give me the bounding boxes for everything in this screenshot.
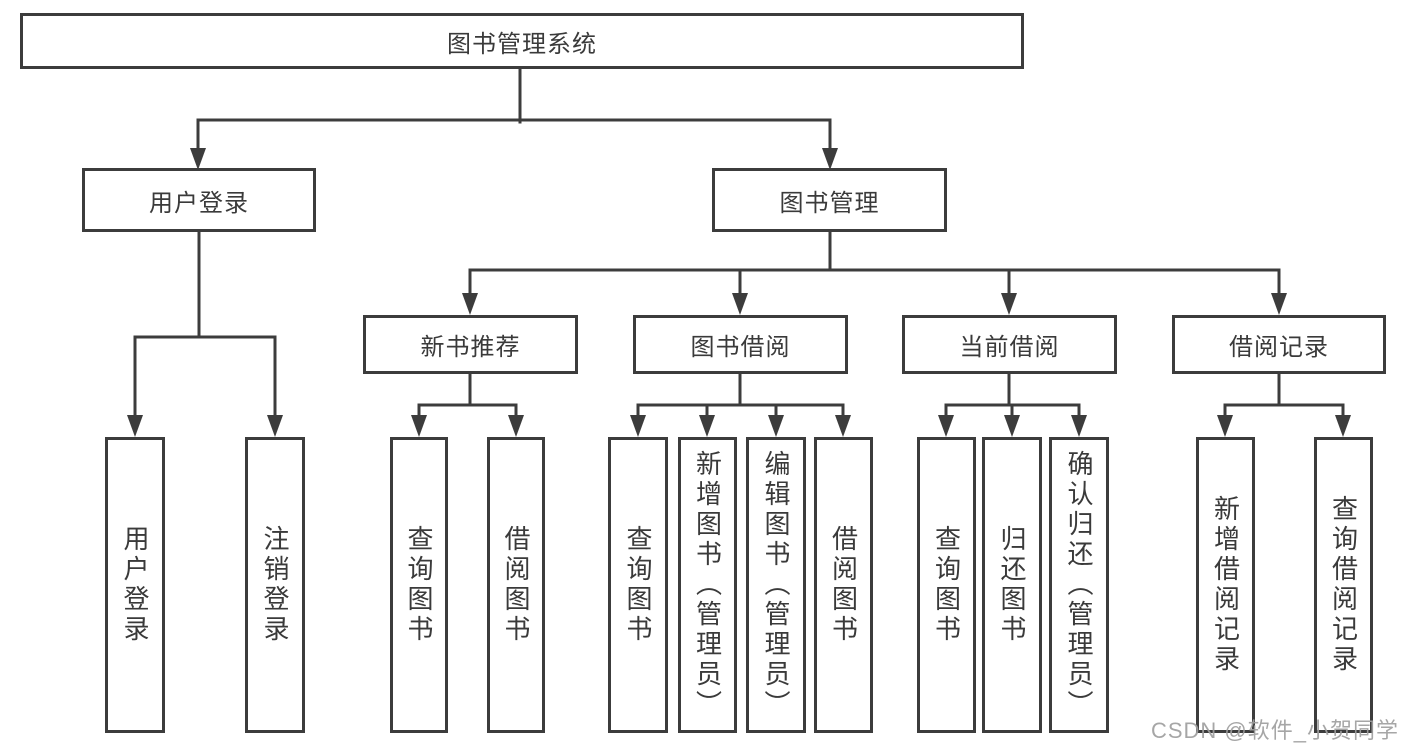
arrowhead-down-icon	[127, 415, 143, 437]
leaf-records-query-borrow-record: 查询借阅记录	[1314, 437, 1373, 733]
node-label: 图书借阅	[690, 334, 791, 361]
node-label: 借阅图书	[501, 525, 531, 645]
arrowhead-down-icon	[630, 415, 646, 437]
leaf-borrowing-add-books-admin: 新增图书（管理员）	[678, 437, 737, 733]
watermark: CSDN @软件_小贺同学	[1150, 718, 1399, 743]
arrowhead-down-icon	[1071, 415, 1087, 437]
node-label: 编辑图书（管理员）	[761, 450, 791, 720]
leaf-borrowing-borrow-books: 借阅图书	[814, 437, 873, 733]
node-label: 查询图书	[404, 525, 434, 645]
arrowhead-down-icon	[1004, 415, 1020, 437]
leaf-user-login: 用户登录	[105, 437, 165, 733]
node-label: 借阅记录	[1229, 334, 1329, 361]
node-label: 确认归还（管理员）	[1064, 450, 1094, 720]
arrowhead-down-icon	[1335, 415, 1351, 437]
leaf-recommend-query-books: 查询图书	[390, 437, 448, 733]
node-user-login: 用户登录	[82, 168, 316, 232]
connector-lines	[133, 68, 1345, 421]
node-label: 新增借阅记录	[1210, 495, 1241, 675]
leaf-borrowing-query-books: 查询图书	[608, 437, 668, 733]
node-label: 新增图书（管理员）	[692, 450, 723, 720]
node-label: 归还图书	[997, 525, 1027, 645]
node-label: 新书推荐	[420, 334, 521, 361]
leaf-recommend-borrow-books: 借阅图书	[487, 437, 545, 733]
arrowhead-down-icon	[1217, 415, 1233, 437]
arrowhead-down-icon	[938, 415, 954, 437]
arrowhead-down-icon	[1271, 293, 1287, 315]
node-label: 查询借阅记录	[1328, 495, 1359, 675]
arrowhead-down-icon	[267, 415, 283, 437]
node-new-book-recommendation: 新书推荐	[363, 315, 578, 374]
arrowhead-down-icon	[732, 293, 748, 315]
node-label: 图书管理系统	[447, 30, 597, 58]
leaf-logout: 注销登录	[245, 437, 305, 733]
arrowhead-icons	[127, 148, 1351, 437]
node-book-management: 图书管理	[712, 168, 947, 232]
node-label: 查询图书	[931, 525, 962, 645]
node-label: 用户登录	[149, 189, 249, 217]
arrowhead-down-icon	[1001, 293, 1017, 315]
node-label: 当前借阅	[959, 334, 1060, 361]
node-current-borrowing: 当前借阅	[902, 315, 1117, 374]
leaf-borrowing-edit-books-admin: 编辑图书（管理员）	[746, 437, 806, 733]
node-label: 注销登录	[260, 525, 290, 645]
arrowhead-down-icon	[822, 148, 838, 170]
node-book-borrowing: 图书借阅	[633, 315, 848, 374]
arrowhead-down-icon	[508, 415, 524, 437]
leaf-current-return-books: 归还图书	[982, 437, 1042, 733]
leaf-records-add-borrow-record: 新增借阅记录	[1196, 437, 1255, 733]
arrowhead-down-icon	[411, 415, 427, 437]
node-label: 借阅图书	[828, 525, 859, 645]
arrowhead-down-icon	[462, 293, 478, 315]
arrowhead-down-icon	[190, 148, 206, 170]
node-label: 查询图书	[623, 525, 653, 645]
node-label: 用户登录	[120, 525, 150, 645]
node-label: 图书管理	[779, 189, 880, 217]
leaf-current-query-books: 查询图书	[917, 437, 976, 733]
node-borrowing-records: 借阅记录	[1172, 315, 1386, 374]
leaf-current-confirm-return-admin: 确认归还（管理员）	[1049, 437, 1109, 733]
node-library-management-system: 图书管理系统	[20, 13, 1024, 69]
arrowhead-down-icon	[699, 415, 715, 437]
arrowhead-down-icon	[768, 415, 784, 437]
arrowhead-down-icon	[835, 415, 851, 437]
